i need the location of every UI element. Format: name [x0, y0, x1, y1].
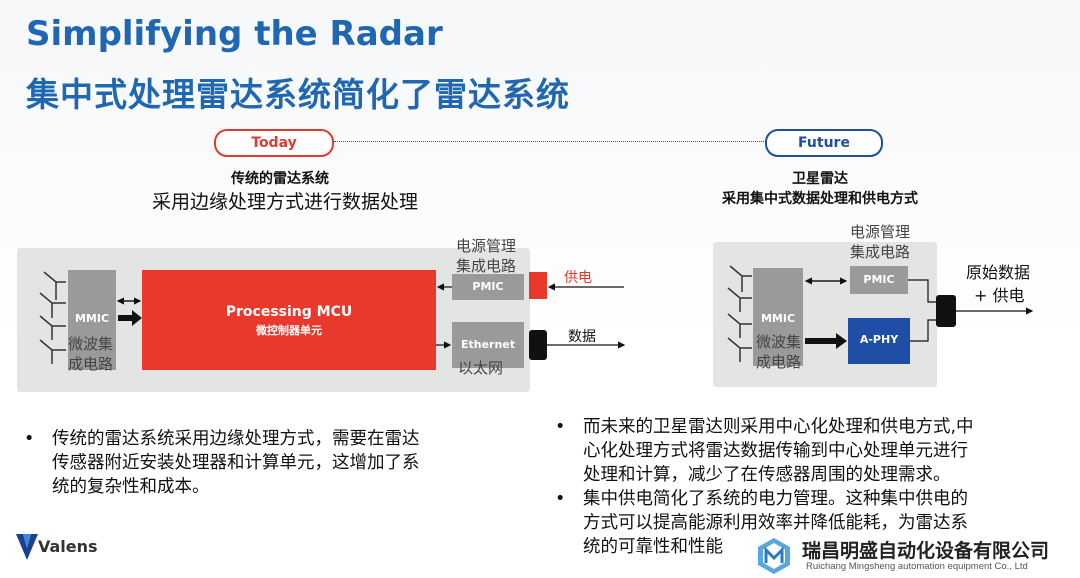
bullet-dot: • — [555, 417, 566, 437]
data-connector-icon — [529, 330, 547, 360]
mmic-mcu-data-arrow-head — [132, 310, 142, 326]
valens-logo-text: Valens — [38, 537, 98, 556]
future-heading: 卫星雷达 — [792, 171, 848, 187]
today-mmic-chip-label: MMIC — [74, 312, 110, 325]
timeline-dotted-line — [334, 141, 764, 142]
bullet-line: 传统的雷达系统采用边缘处理方式，需要在雷达 — [52, 429, 420, 449]
data-label: 数据 — [568, 329, 596, 345]
aphy-connector-line — [910, 319, 936, 342]
company-watermark: 瑞昌明盛自动化设备有限公司 Ruichang Mingsheng automat… — [750, 534, 1080, 578]
today-pmic-chip: PMIC — [452, 274, 524, 300]
bullet-line: 统的可靠性和性能 — [583, 537, 723, 557]
bullet-line: 方式可以提高能源利用效率并降低能耗，为雷达系 — [583, 513, 968, 533]
processing-mcu-block: Processing MCU 微控制器单元 — [142, 270, 436, 370]
future-bullet-item: • 集中供电简化了系统的电力管理。这种集中供电的 方式可以提高能源利用效率并降低… — [555, 487, 1075, 559]
today-bullet-item: • 传统的雷达系统采用边缘处理方式，需要在雷达 传感器附近安装处理器和计算单元，… — [24, 427, 524, 499]
future-bullets: • 而未来的卫星雷达则采用中心化处理和供电方式,中 心化处理方式将雷达数据传输到… — [555, 415, 1075, 559]
power-connector-icon — [529, 272, 547, 299]
today-pill: Today — [214, 129, 334, 157]
pmic-connector-line — [908, 279, 936, 303]
processing-mcu-en: Processing MCU — [225, 304, 353, 320]
future-mmic-label-1: 微波集 — [756, 333, 802, 351]
today-heading: 传统的雷达系统 — [231, 171, 329, 187]
bullet-dot: • — [24, 429, 35, 449]
valens-logo: Valens — [16, 532, 116, 562]
aphy-chip: A-PHY — [848, 318, 910, 364]
bullet-line: 统的复杂性和成本。 — [52, 477, 210, 497]
future-pmic-chip: PMIC — [850, 266, 908, 294]
future-antenna-icons — [727, 265, 752, 362]
power-label: 供电 — [564, 270, 592, 286]
today-bullets: • 传统的雷达系统采用边缘处理方式，需要在雷达 传感器附近安装处理器和计算单元，… — [24, 427, 524, 499]
future-mmic-chip-label: MMIC — [760, 312, 796, 325]
future-mmic-label-2: 成电路 — [756, 353, 802, 371]
bullet-line: 心化处理方式将雷达数据传输到中心处理单元进行 — [583, 441, 968, 461]
company-logo-icon — [758, 538, 790, 574]
today-pmic-title-2: 集成电路 — [456, 257, 517, 275]
today-mmic-label-2: 成电路 — [68, 355, 114, 373]
today-subheading: 采用边缘处理方式进行数据处理 — [151, 191, 418, 213]
today-mmic-chip: MMIC — [68, 270, 116, 370]
future-pill: Future — [765, 129, 883, 157]
future-mmic-chip: MMIC — [753, 268, 803, 366]
future-pmic-title-1: 电源管理 — [850, 223, 911, 241]
today-antenna-icons — [39, 271, 66, 364]
company-name-cn: 瑞昌明盛自动化设备有限公司 — [802, 540, 1050, 562]
bullet-line: 传感器附近安装处理器和计算单元，这增加了系 — [52, 453, 420, 473]
today-ethernet-chip: Ethernet — [452, 322, 524, 368]
today-mmic-label-1: 微波集 — [68, 335, 114, 353]
future-output-label-1: 原始数据 — [966, 263, 1031, 282]
page-title-en: Simplifying the Radar — [26, 14, 443, 54]
page-title-cn: 集中式处理雷达系统简化了雷达系统 — [26, 75, 570, 114]
today-pmic-title-1: 电源管理 — [456, 237, 517, 255]
future-mmic-aphy-arrow-head — [836, 333, 847, 349]
bullet-line: 而未来的卫星雷达则采用中心化处理和供电方式,中 — [583, 417, 974, 437]
bullet-line: 集中供电简化了系统的电力管理。这种集中供电的 — [583, 489, 968, 509]
company-name-en: Ruichang Mingsheng automation equipment … — [806, 561, 1028, 572]
bullet-dot: • — [555, 489, 566, 509]
future-output-connector-icon — [936, 295, 956, 327]
future-bullet-item: • 而未来的卫星雷达则采用中心化处理和供电方式,中 心化处理方式将雷达数据传输到… — [555, 415, 1075, 487]
valens-logo-icon — [16, 534, 38, 560]
future-pmic-title-2: 集成电路 — [850, 243, 911, 261]
today-ethernet-label: 以太网 — [458, 359, 504, 377]
bullet-line: 处理和计算，减少了在传感器周围的处理需求。 — [583, 465, 951, 485]
processing-mcu-cn: 微控制器单元 — [256, 324, 322, 337]
future-output-label-2: + 供电 — [974, 286, 1025, 305]
future-subheading: 采用集中式数据处理和供电方式 — [722, 191, 918, 207]
